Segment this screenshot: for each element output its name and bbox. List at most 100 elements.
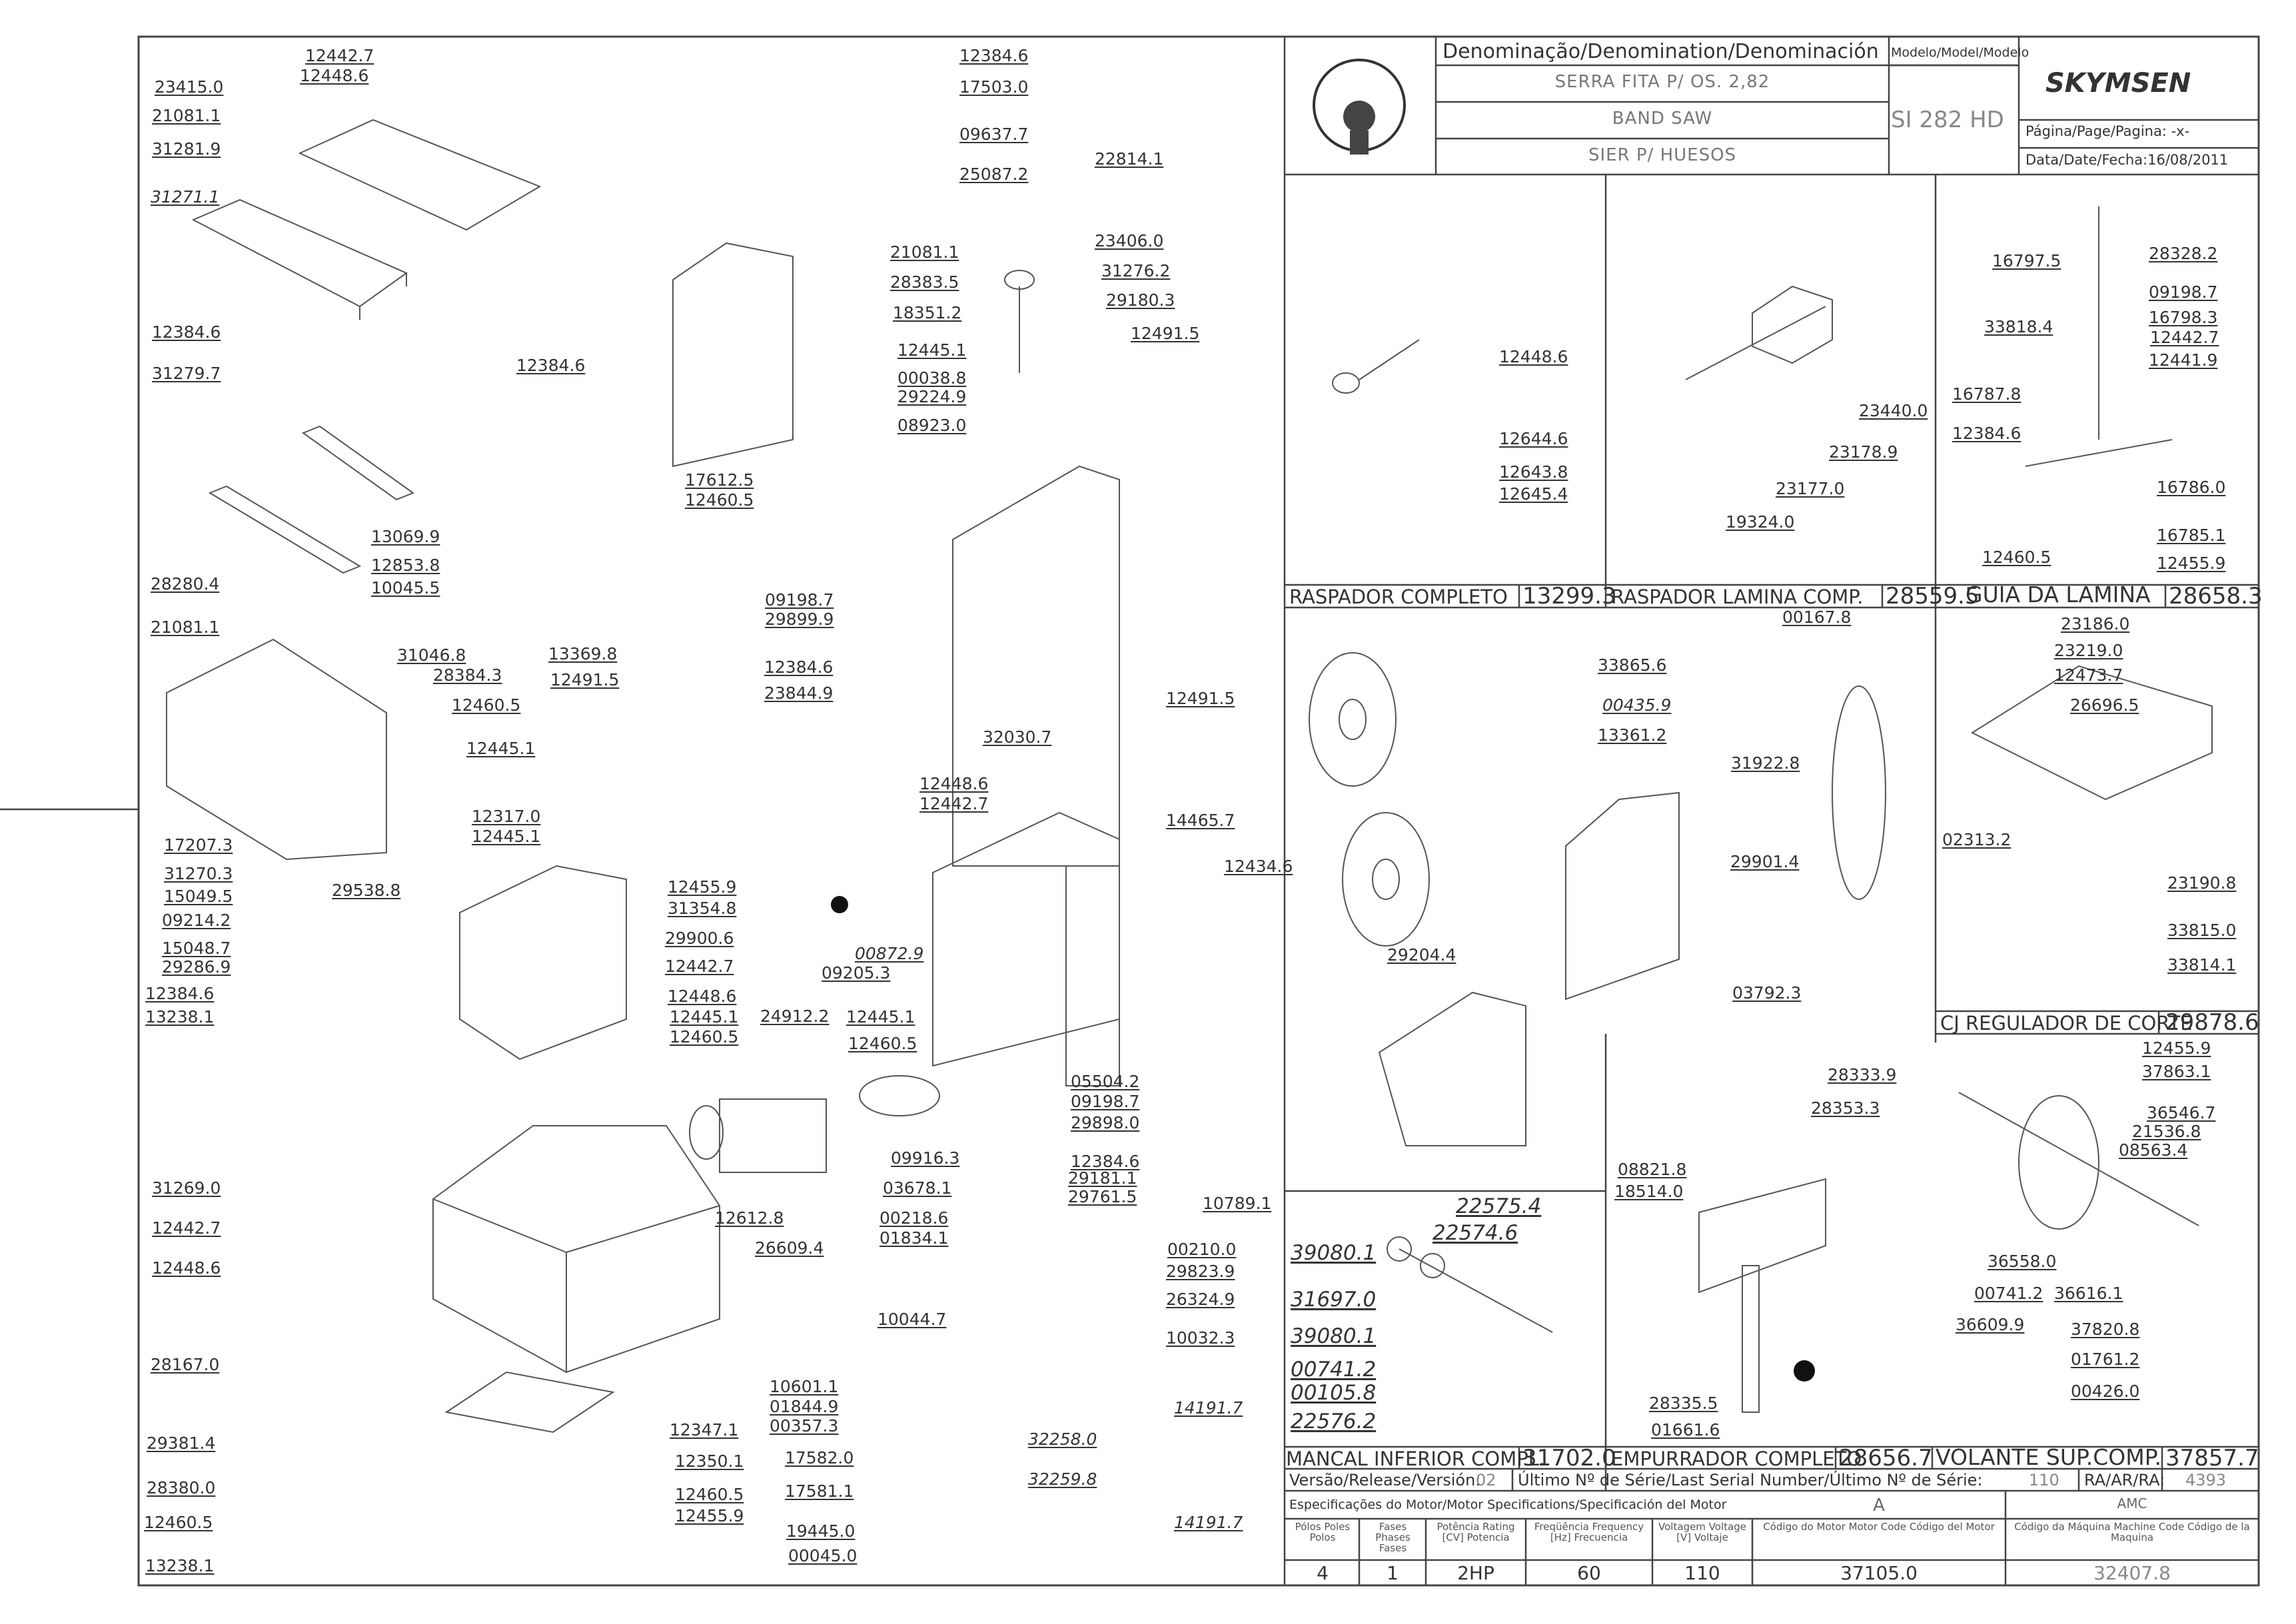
part-label: 14465.7 bbox=[1166, 811, 1235, 830]
part-label: 12448.6 bbox=[668, 987, 737, 1006]
part-label: 17582.0 bbox=[785, 1448, 854, 1467]
part-label: 19445.0 bbox=[786, 1521, 856, 1541]
machine-code-value: 32407.8 bbox=[2093, 1562, 2171, 1584]
part-label: 22575.4 bbox=[1456, 1194, 1542, 1218]
part-label: 12384.6 bbox=[516, 356, 586, 375]
part-label: 12460.5 bbox=[452, 695, 521, 715]
part-label: 18514.0 bbox=[1614, 1182, 1684, 1201]
name-en: BAND SAW bbox=[1612, 109, 1713, 129]
part-label: 02313.2 bbox=[1942, 830, 2011, 849]
part-label: 23844.9 bbox=[764, 683, 834, 703]
part-label: 21081.1 bbox=[890, 242, 959, 262]
part-label: 12441.9 bbox=[2149, 350, 2218, 370]
part-label: 24912.2 bbox=[760, 1007, 830, 1026]
part-label: 28384.3 bbox=[433, 665, 502, 685]
part-label: 29898.0 bbox=[1071, 1113, 1140, 1132]
part-label: 23178.9 bbox=[1829, 442, 1898, 462]
part-label: 09198.7 bbox=[2149, 282, 2218, 302]
part-label: 31922.8 bbox=[1731, 753, 1800, 773]
band-blade-part bbox=[1832, 685, 1886, 900]
part-label: 12384.6 bbox=[1071, 1152, 1140, 1171]
ra-label: RA/AR/RA: bbox=[2084, 1471, 2165, 1489]
part-label: 09214.2 bbox=[162, 911, 231, 930]
part-label: 33818.4 bbox=[1984, 317, 2053, 336]
belt-part bbox=[859, 1075, 940, 1116]
door-part bbox=[1378, 991, 1526, 1146]
part-label: 26696.5 bbox=[2070, 695, 2139, 715]
part-label: 12491.5 bbox=[550, 670, 620, 689]
panel-name: MANCAL INFERIOR COMPL. bbox=[1286, 1447, 1546, 1470]
version-value: 02 bbox=[1476, 1471, 1496, 1489]
part-label: 23440.0 bbox=[1859, 401, 1928, 420]
part-label: 16785.1 bbox=[2157, 526, 2226, 545]
phases-header: Fases Phases Fases bbox=[1375, 1521, 1411, 1554]
part-label: 01761.2 bbox=[2071, 1350, 2140, 1369]
top-table-part bbox=[191, 119, 542, 320]
part-label: 39080.1 bbox=[1291, 1324, 1377, 1348]
part-label: 22576.2 bbox=[1291, 1410, 1377, 1433]
part-label: 09205.3 bbox=[822, 963, 891, 983]
panel-code: 28559.5 bbox=[1886, 583, 1980, 609]
part-label: 12460.5 bbox=[685, 490, 754, 510]
part-label: 12445.1 bbox=[472, 827, 541, 846]
part-label: 00210.0 bbox=[1167, 1240, 1237, 1259]
part-label: 12612.8 bbox=[715, 1208, 784, 1228]
part-label: 12448.6 bbox=[919, 774, 989, 793]
part-label: 12448.6 bbox=[300, 66, 369, 85]
part-label: 00105.8 bbox=[1291, 1381, 1377, 1405]
part-label: 29381.4 bbox=[147, 1433, 216, 1453]
panel-code: 31702.0 bbox=[1522, 1445, 1616, 1471]
part-label: 17612.5 bbox=[685, 470, 754, 490]
part-label: 23415.0 bbox=[155, 77, 224, 97]
base-plate-part bbox=[444, 1371, 615, 1433]
panel-name: CJ REGULADOR DE CORTE bbox=[1940, 1012, 2193, 1034]
panel-code: 29878.6 bbox=[2165, 1009, 2259, 1036]
rail-part bbox=[208, 425, 415, 574]
name-pt: SERRA FITA P/ OS. 2,82 bbox=[1554, 72, 1770, 92]
part-label: 01844.9 bbox=[770, 1397, 839, 1416]
panel-name: GUIA DA LAMINA bbox=[1966, 582, 2151, 608]
part-label: 12445.1 bbox=[670, 1007, 739, 1026]
page-label: Página/Page/Pagina: -x- bbox=[2025, 123, 2190, 139]
part-label: 12350.1 bbox=[675, 1451, 744, 1471]
motor-code-header: Código do Motor Motor Code Código del Mo… bbox=[1763, 1521, 1995, 1533]
motor-part bbox=[689, 1098, 827, 1173]
part-label: 12460.5 bbox=[144, 1513, 213, 1532]
part-label: 14191.7 bbox=[1174, 1398, 1243, 1418]
part-label: 00218.6 bbox=[879, 1208, 949, 1228]
part-label: 29900.6 bbox=[665, 929, 734, 948]
panel-name: VOLANTE SUP.COMP. bbox=[1936, 1444, 2161, 1470]
side-cover-part bbox=[166, 638, 387, 861]
part-label: 13238.1 bbox=[145, 1007, 215, 1026]
svg-text:SKYMSEN: SKYMSEN bbox=[2045, 68, 2191, 99]
part-label: 29823.9 bbox=[1166, 1262, 1235, 1281]
serial-value: 110 bbox=[2029, 1471, 2059, 1489]
part-label: 33865.6 bbox=[1598, 655, 1667, 675]
name-es: SIER P/ HUESOS bbox=[1588, 145, 1737, 165]
part-label: 14191.7 bbox=[1174, 1513, 1243, 1532]
part-label: 23406.0 bbox=[1095, 231, 1164, 250]
part-label: 12442.7 bbox=[2150, 328, 2219, 347]
motor-code-value: 37105.0 bbox=[1840, 1562, 1918, 1584]
part-label: 29901.4 bbox=[1730, 852, 1800, 871]
part-label: 00357.3 bbox=[770, 1416, 839, 1435]
part-label: 12460.5 bbox=[675, 1485, 744, 1504]
scraper-illustration bbox=[1332, 339, 1420, 394]
part-label: 29180.3 bbox=[1106, 290, 1175, 310]
part-label: 00872.9 bbox=[855, 944, 924, 963]
part-label: 33814.1 bbox=[2167, 955, 2237, 975]
voltage-value: 110 bbox=[1684, 1562, 1720, 1584]
blade-guard-part bbox=[1565, 791, 1680, 1001]
part-label: 12442.7 bbox=[665, 957, 734, 976]
part-label: 16786.0 bbox=[2157, 478, 2226, 497]
skymsen-logo: SKYMSEN bbox=[2045, 68, 2191, 99]
part-label: 09637.7 bbox=[959, 125, 1029, 144]
panel-code: 28658.3 bbox=[2169, 583, 2263, 609]
part-label: 12384.6 bbox=[959, 46, 1029, 65]
poles-header: Pólos Poles Polos bbox=[1295, 1521, 1351, 1543]
part-label: 00167.8 bbox=[1782, 608, 1852, 627]
part-label: 23177.0 bbox=[1776, 479, 1845, 498]
power-value: 2HP bbox=[1457, 1562, 1494, 1584]
part-label: 16797.5 bbox=[1992, 251, 2061, 270]
part-label: 29899.9 bbox=[765, 609, 834, 629]
